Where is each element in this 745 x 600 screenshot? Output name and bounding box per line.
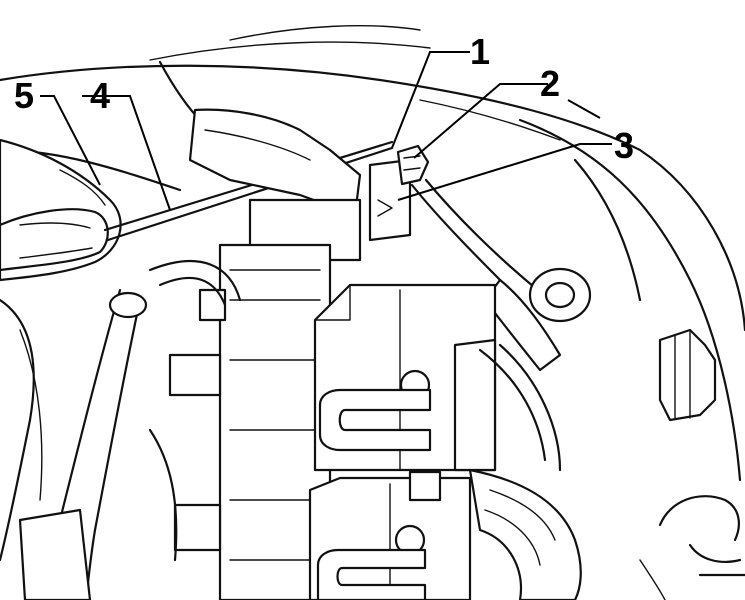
callout-5: 5 (14, 75, 34, 116)
leader-line-3 (397, 143, 612, 201)
retaining-clip (396, 144, 430, 186)
callout-leaders (40, 51, 612, 211)
callout-2: 2 (540, 63, 560, 104)
leader-line-2 (413, 83, 548, 159)
relay-lower (308, 470, 472, 600)
leader-line-2-tick (567, 99, 601, 119)
wiring-harness (18, 260, 582, 600)
leader-line-5 (40, 95, 101, 186)
callout-4: 4 (90, 75, 110, 116)
housing-outline (0, 24, 745, 562)
pull-wire (410, 178, 562, 372)
hook-detail (639, 495, 745, 600)
relay-upper (313, 283, 497, 472)
callout-1: 1 (470, 31, 490, 72)
screwdriver (0, 140, 394, 272)
callout-3: 3 (614, 125, 634, 166)
upper-connector (188, 108, 412, 262)
fuse-relay-stack (168, 243, 332, 600)
callout-labels: 1 2 3 4 5 (14, 31, 634, 166)
leader-line-4 (82, 95, 171, 211)
leader-line-1 (391, 51, 470, 149)
grommet-bolt (528, 267, 717, 422)
